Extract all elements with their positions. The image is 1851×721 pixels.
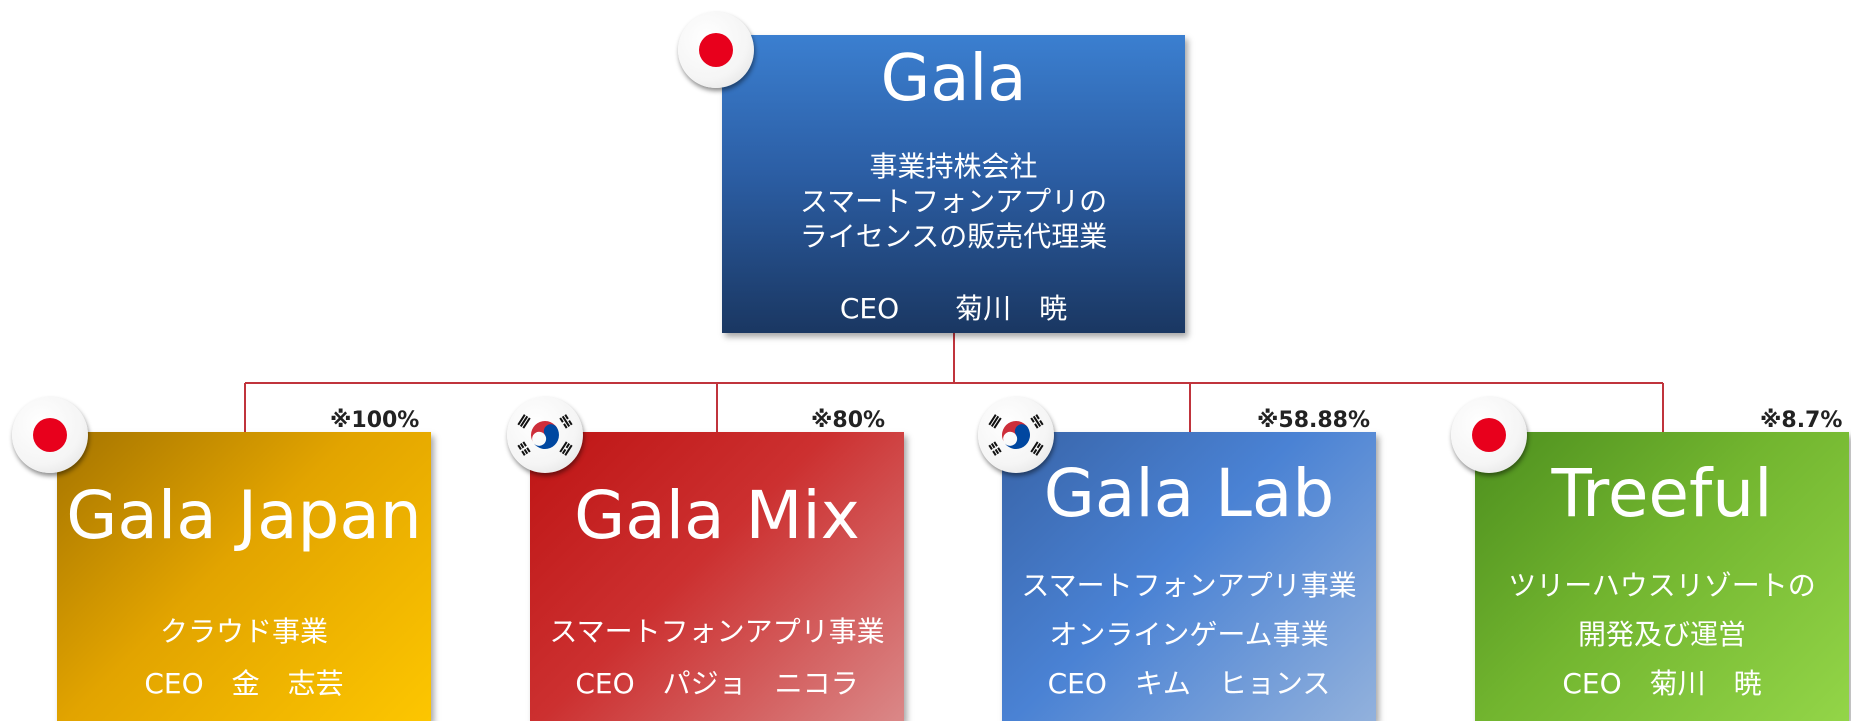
ownership-percent: ※58.88% — [1257, 408, 1371, 433]
subsidiary-business: クラウド事業 — [159, 615, 328, 648]
subsidiary-business: スマートフォンアプリ事業 — [1021, 569, 1357, 602]
subsidiary-box-treeful: Treeful ツリーハウスリゾートの 開発及び運営 CEO 菊川 暁 — [1475, 432, 1849, 721]
subsidiary-name: Treeful — [1551, 455, 1773, 532]
subsidiary-name: Gala Mix — [574, 477, 860, 554]
japan-flag-icon — [1451, 397, 1527, 473]
ownership-percent: ※8.7% — [1760, 408, 1843, 433]
subsidiary-name: Gala Lab — [1043, 455, 1335, 532]
subsidiary-business: 開発及び運営 — [1577, 618, 1746, 651]
ownership-percent: ※100% — [330, 408, 420, 433]
subsidiary-box-gala-lab: Gala Lab スマートフォンアプリ事業 オンラインゲーム事業 CEO キム … — [1002, 432, 1376, 721]
japan-flag-icon — [12, 397, 88, 473]
japan-flag-icon — [678, 12, 754, 88]
subsidiary-name: Gala Japan — [66, 477, 422, 554]
parent-company-name: Gala — [880, 42, 1027, 116]
korea-flag-icon — [507, 397, 583, 473]
subsidiary-ceo: CEO キム ヒョンス — [1047, 667, 1331, 700]
subsidiary-business: スマートフォンアプリ事業 — [549, 615, 885, 648]
subsidiary-ceo: CEO 金 志芸 — [144, 667, 344, 700]
parent-company-description: 事業持株会社 スマートフォンアプリの ライセンスの販売代理業 — [722, 149, 1185, 254]
parent-desc-line: 事業持株会社 — [869, 150, 1038, 183]
parent-desc-line: スマートフォンアプリの — [799, 185, 1108, 218]
subsidiary-ceo: CEO 菊川 暁 — [1562, 667, 1762, 700]
korea-flag-icon — [978, 397, 1054, 473]
parent-desc-line: ライセンスの販売代理業 — [799, 220, 1108, 253]
ownership-percent: ※80% — [811, 408, 886, 433]
parent-company-box: Gala 事業持株会社 スマートフォンアプリの ライセンスの販売代理業 CEO … — [722, 35, 1185, 333]
subsidiary-ceo: CEO パジョ ニコラ — [575, 667, 859, 700]
subsidiary-business: オンラインゲーム事業 — [1049, 618, 1329, 651]
subsidiary-box-gala-japan: Gala Japan クラウド事業 CEO 金 志芸 — [57, 432, 431, 721]
subsidiary-box-gala-mix: Gala Mix スマートフォンアプリ事業 CEO パジョ ニコラ — [530, 432, 904, 721]
parent-ceo: CEO 菊川 暁 — [839, 292, 1068, 325]
subsidiary-business: ツリーハウスリゾートの — [1508, 569, 1816, 602]
